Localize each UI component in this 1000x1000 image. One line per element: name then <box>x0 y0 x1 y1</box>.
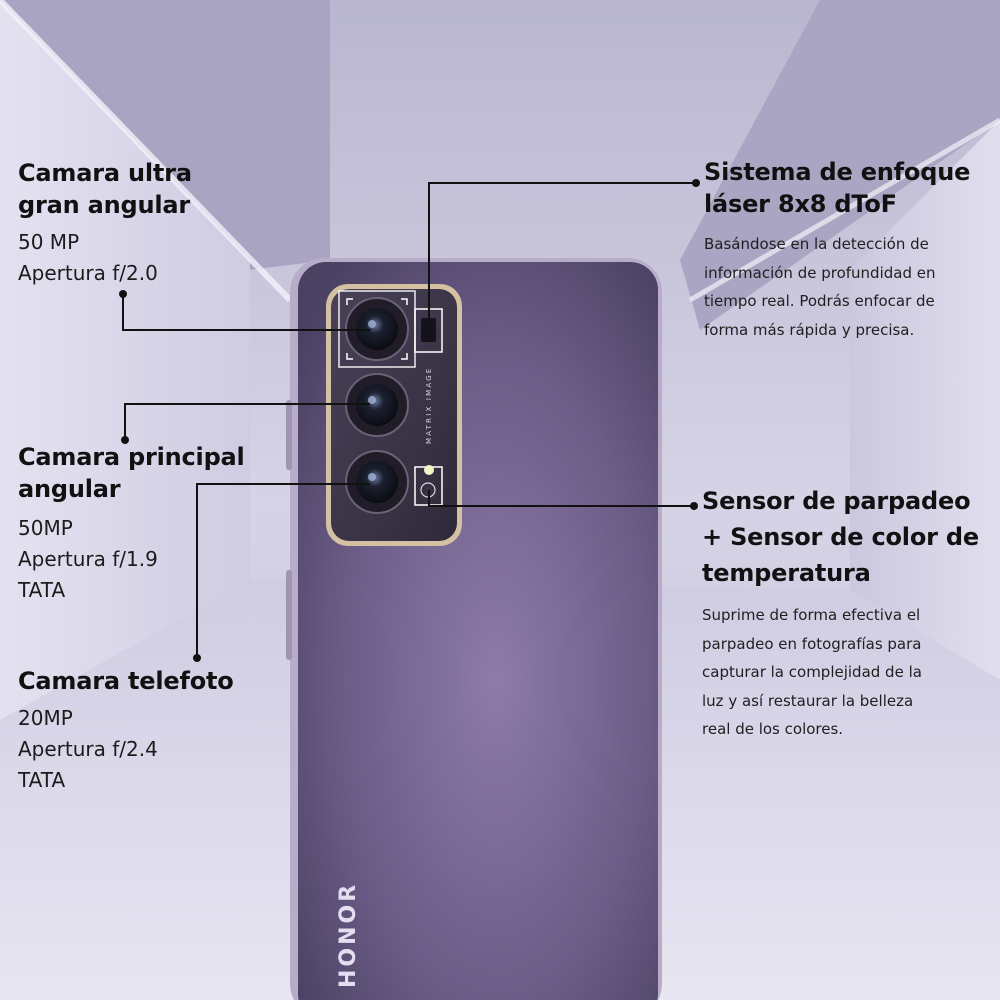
title-line: temperatura <box>702 559 871 587</box>
callout-description: Basándose en la detección de información… <box>704 230 970 344</box>
desc-line: capturar la complejidad de la <box>702 663 922 681</box>
title-line: Camara ultra <box>18 159 192 187</box>
title-line: láser 8x8 dToF <box>704 190 897 218</box>
title-line: Sistema de enfoque <box>704 158 971 186</box>
callout-title: Camara principal angular <box>18 441 245 505</box>
desc-line: tiempo real. Podrás enfocar de <box>704 292 935 310</box>
callout-title: Camara ultra gran angular <box>18 157 192 221</box>
title-line: angular <box>18 475 121 503</box>
callout-main: Camara principal angular 50MP Apertura f… <box>18 441 245 606</box>
left-wall <box>0 0 250 720</box>
callout-tele: Camara telefoto 20MP Apertura f/2.4 TATA <box>18 665 234 796</box>
focus-corners <box>346 298 408 360</box>
callout-title: Sistema de enfoque láser 8x8 dToF <box>704 156 970 220</box>
title-line: + Sensor de color de <box>702 523 979 551</box>
callout-dot-main <box>121 436 129 444</box>
callout-lines <box>122 182 696 658</box>
light-strip-left <box>0 0 293 303</box>
callout-description: Suprime de forma efectiva el parpadeo en… <box>702 601 979 744</box>
callout-specs: 50MP Apertura f/1.9 TATA <box>18 513 245 606</box>
callout-title: Sensor de parpadeo + Sensor de color de … <box>702 483 979 591</box>
phone: MATRIX IMAGE HONOR <box>286 258 662 1000</box>
callout-line-main <box>124 403 370 440</box>
callout-specs: 50 MP Apertura f/2.0 <box>18 227 192 289</box>
ultra-wide-lens <box>345 297 409 361</box>
title-line: gran angular <box>18 191 191 219</box>
desc-line: Suprime de forma efectiva el <box>702 606 921 624</box>
right-wall <box>850 120 1000 680</box>
callout-line-laser <box>428 182 696 318</box>
desc-line: real de los colores. <box>702 720 844 738</box>
callout-dot-tele <box>193 654 201 662</box>
callout-specs: 20MP Apertura f/2.4 TATA <box>18 703 234 796</box>
desc-line: Basándose en la detección de <box>704 235 929 253</box>
title-line: Camara principal <box>18 443 245 471</box>
matrix-image-text: MATRIX IMAGE <box>425 366 433 444</box>
callout-line-ultra-wide <box>122 294 370 331</box>
spec-line: Apertura f/2.4 <box>18 737 158 761</box>
side-button <box>286 400 292 470</box>
callout-flicker: Sensor de parpadeo + Sensor de color de … <box>702 483 979 744</box>
side-button-2 <box>286 570 292 660</box>
spec-line: 50MP <box>18 516 73 540</box>
spec-line: 20MP <box>18 706 73 730</box>
tele-lens <box>345 450 409 514</box>
callout-dot-ultra-wide <box>119 290 127 298</box>
spec-line: Apertura f/1.9 <box>18 547 158 571</box>
desc-line: luz y así restaurar la belleza <box>702 691 914 710</box>
title-line: Sensor de parpadeo <box>702 487 971 515</box>
callout-dot-laser <box>692 179 700 187</box>
callout-dot-flicker <box>690 502 698 510</box>
spec-line: TATA <box>18 768 66 792</box>
title-line: Camara telefoto <box>18 667 234 695</box>
spec-line: 50 MP <box>18 230 80 254</box>
callout-line-tele <box>196 483 370 658</box>
honor-logo: HONOR <box>336 882 361 988</box>
spec-line: Apertura f/2.0 <box>18 261 158 285</box>
callout-ultra-wide: Camara ultra gran angular 50 MP Apertura… <box>18 157 192 289</box>
callout-laser: Sistema de enfoque láser 8x8 dToF Basánd… <box>704 156 970 344</box>
callout-dots <box>119 179 700 662</box>
ceiling-right <box>680 0 1000 330</box>
spec-line: TATA <box>18 578 66 602</box>
laser-sensor <box>421 318 436 342</box>
flash-led <box>424 465 434 475</box>
desc-line: forma más rápida y precisa. <box>704 320 915 339</box>
light-strip-right <box>688 117 1000 303</box>
desc-line: parpadeo en fotografías para <box>702 634 922 653</box>
callout-line-flicker <box>428 490 694 507</box>
desc-line: información de profundidad en <box>704 263 936 282</box>
callout-title: Camara telefoto <box>18 665 234 697</box>
